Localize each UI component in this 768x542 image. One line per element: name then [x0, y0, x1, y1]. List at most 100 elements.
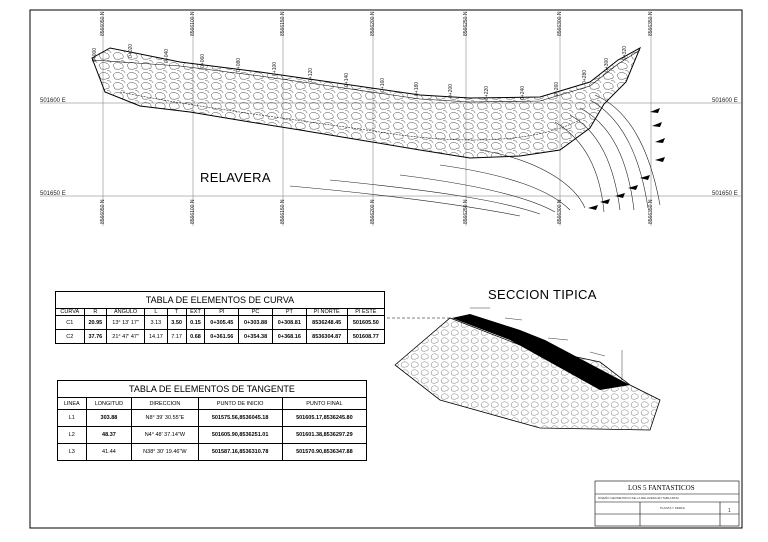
grid-label-north-bottom: 8566300 N: [557, 199, 563, 224]
table-row: L2 48.37 N4° 48' 37.14"W 501605.90,85362…: [57, 426, 368, 444]
grid-label-east: 501650 E: [40, 191, 66, 197]
station-label: 0+160: [380, 77, 386, 92]
table-cell: 303.88: [85, 409, 133, 427]
table-cell: L1: [57, 409, 87, 427]
table-cell: 0+303.88: [238, 315, 273, 330]
table-cell: 501587.16,8536310.78: [197, 443, 283, 461]
table-cell: 3.50: [166, 315, 187, 330]
grid-label-north: 8566050 N: [100, 11, 106, 36]
plan-label: RELAVERA: [200, 170, 271, 185]
table-cell: N4° 48' 37.14"W: [131, 426, 199, 444]
table-row: C2 37.76 21° 47' 47" 14.17 7.17 0.68 0+3…: [55, 329, 386, 344]
table-cell: 41.44: [85, 443, 133, 461]
header-cell: L: [144, 308, 168, 316]
grid-label-north-bottom: 8566100 N: [190, 199, 196, 224]
table-cell: 0+368.16: [271, 329, 307, 344]
table-cell: L2: [57, 426, 87, 444]
table-cell: 3.13: [144, 315, 168, 330]
station-label: 0+020: [128, 43, 134, 58]
header-cell: T: [166, 308, 187, 316]
grid-label-east: 501600 E: [40, 98, 66, 104]
station-label: 0+000: [92, 47, 98, 62]
grid-label-north: 8566200 N: [370, 11, 376, 36]
table-cell: 21° 47' 47": [106, 329, 146, 344]
typical-section-drawing: [387, 307, 661, 431]
table-cell: 0.68: [185, 329, 206, 344]
station-label: 0+240: [520, 85, 526, 100]
grid-label-north: 8566300 N: [557, 11, 563, 36]
header-cell: EXT: [185, 308, 206, 316]
station-label: 0+040: [164, 48, 170, 63]
contour-ticks: [588, 108, 665, 210]
grid-label-north: 8566250 N: [463, 11, 469, 36]
header-cell: R: [83, 308, 108, 316]
header-cell: DIRECCION: [131, 397, 199, 410]
table-cell: 501570.90,8536347.88: [281, 443, 368, 461]
grid-label-north: 8566150 N: [280, 11, 286, 36]
tangent-table: TABLA DE ELEMENTOS DE TANGENTE LINEA LON…: [57, 380, 368, 461]
table-cell: 501575.56,8536045.18: [197, 409, 283, 427]
table-cell: 14.17: [144, 329, 168, 344]
table-cell: 37.76: [83, 329, 108, 344]
header-cell: PI NORTE: [305, 308, 348, 316]
header-cell: LONGITUD: [85, 397, 133, 410]
table-cell: N38° 30' 19.46"W: [131, 443, 199, 461]
table-cell: 0.15: [185, 315, 206, 330]
table-cell: 8536304.87: [305, 329, 348, 344]
header-cell: PUNTO DE INICIO: [197, 397, 283, 410]
header-cell: PI ESTE: [346, 308, 386, 316]
grid-label-north-bottom: 8566250 N: [463, 199, 469, 224]
curve-table-header: CURVA R ANGULO L T EXT PI PC PT PI NORTE…: [55, 308, 386, 316]
header-cell: PT: [271, 308, 307, 316]
company-name: LOS 5 FANTASTICOS: [628, 484, 695, 492]
section-title: SECCION TIPICA: [488, 287, 597, 302]
dam-crest-line: [91, 49, 641, 103]
table-cell: 0+308.81: [271, 315, 307, 330]
sheet-border: [29, 9, 743, 529]
grid-label-north: 8566350 N: [648, 11, 654, 36]
station-label: 0+100: [272, 61, 278, 76]
station-label: 0+200: [448, 83, 454, 98]
table-cell: 501601.38,8536297.29: [281, 426, 368, 444]
table-cell: 501605.17,8536245.80: [281, 409, 368, 427]
header-cell: LINEA: [57, 397, 87, 410]
table-cell: 501605.90,8536251.01: [197, 426, 283, 444]
table-cell: N8° 39' 30.55"E: [131, 409, 199, 427]
table-row: C1 20.95 13° 13' 17" 3.13 3.50 0.15 0+30…: [55, 315, 386, 330]
table-cell: C2: [55, 329, 85, 344]
table-cell: 0+305.45: [204, 315, 240, 330]
curve-table-title: TABLA DE ELEMENTOS DE CURVA: [55, 291, 385, 309]
header-cell: PC: [238, 308, 273, 316]
table-cell: 8536248.45: [305, 315, 348, 330]
station-label: 0+300: [604, 57, 610, 72]
curve-table: TABLA DE ELEMENTOS DE CURVA CURVA R ANGU…: [55, 291, 386, 344]
grid-label-north-bottom: 8566150 N: [280, 199, 286, 224]
title-block: [594, 480, 740, 527]
tangent-table-header: LINEA LONGITUD DIRECCION PUNTO DE INICIO…: [57, 397, 368, 410]
table-cell: 48.37: [85, 426, 133, 444]
header-cell: PUNTO FINAL: [281, 397, 368, 410]
grid-label-north-bottom: 8566200 N: [370, 199, 376, 224]
header-cell: CURVA: [55, 308, 85, 316]
station-label: 0+180: [414, 81, 420, 96]
table-cell: 501608.77: [346, 329, 386, 344]
station-label: 0+220: [484, 85, 490, 100]
station-label: 0+260: [554, 81, 560, 96]
station-label: 0+060: [200, 53, 206, 68]
station-label: 0+080: [236, 57, 242, 72]
table-cell: L3: [57, 443, 87, 461]
table-cell: 501605.50: [346, 315, 386, 330]
table-cell: 20.95: [83, 315, 108, 330]
table-cell: 13° 13' 17": [106, 315, 146, 330]
table-row: L1 303.88 N8° 39' 30.55"E 501575.56,8536…: [57, 409, 368, 427]
grid-label-north-bottom: 8566350 N: [648, 199, 654, 224]
header-cell: ANGULO: [106, 308, 146, 316]
table-cell: 0+361.56: [204, 329, 240, 344]
sheet-title: PLANTA Y PERFIL: [660, 506, 686, 510]
sheet-number: 1: [728, 508, 731, 514]
grid-label-north-bottom: 8566050 N: [100, 199, 106, 224]
station-label: 0+280: [582, 69, 588, 84]
table-row: L3 41.44 N38° 30' 19.46"W 501587.16,8536…: [57, 443, 368, 461]
tangent-table-title: TABLA DE ELEMENTOS DE TANGENTE: [57, 380, 367, 398]
